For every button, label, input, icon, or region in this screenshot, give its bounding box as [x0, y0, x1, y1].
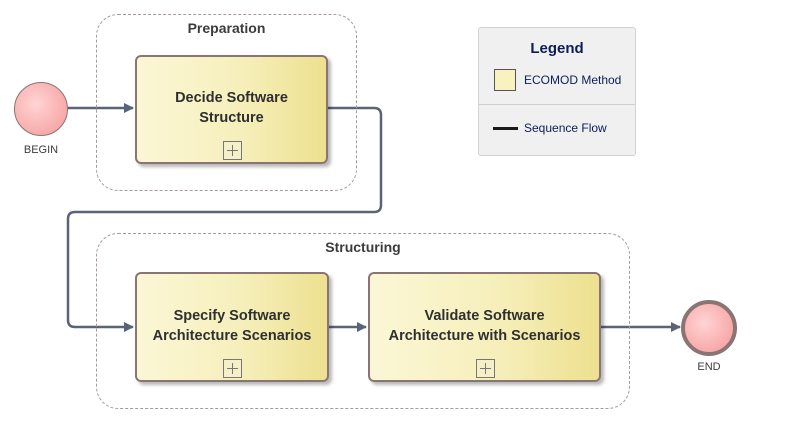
legend-panel[interactable]: Legend ECOMOD Method Sequence Flow	[478, 27, 636, 156]
task-label-line-1: Validate Software	[424, 308, 545, 324]
decide-software-structure-task[interactable]: Decide Software Structure	[135, 55, 328, 164]
subprocess-expand-icon[interactable]	[223, 141, 242, 160]
validate-software-architecture-task[interactable]: Validate Software Architecture with Scen…	[368, 272, 601, 382]
task-label-line-1: Decide Software	[175, 90, 288, 106]
specify-software-architecture-scenarios-task[interactable]: Specify Software Architecture Scenarios	[135, 272, 329, 382]
begin-event-label: BEGIN	[23, 144, 59, 156]
legend-item-label: Sequence Flow	[524, 121, 607, 135]
begin-event[interactable]	[14, 82, 68, 136]
end-event-label: END	[697, 361, 721, 373]
legend-title: Legend	[530, 40, 584, 57]
legend-item-label: ECOMOD Method	[524, 73, 622, 87]
structuring-group[interactable]: Structuring	[96, 233, 630, 409]
end-event[interactable]	[681, 300, 737, 356]
legend-divider	[479, 104, 635, 105]
preparation-group-title: Preparation	[187, 20, 266, 36]
sequence-flow-line-icon	[493, 127, 518, 130]
task-label-line-1: Specify Software	[173, 308, 291, 324]
task-label-line-2: Architecture with Scenarios	[388, 328, 581, 344]
structuring-group-title: Structuring	[325, 239, 401, 255]
flow-decide-to-specify[interactable]	[66, 106, 383, 332]
task-label-line-2: Structure	[199, 110, 264, 126]
task-label-line-2: Architecture Scenarios	[152, 328, 312, 344]
method-swatch-icon	[494, 69, 516, 91]
preparation-group[interactable]: Preparation	[96, 14, 357, 191]
subprocess-expand-icon[interactable]	[223, 359, 242, 378]
subprocess-expand-icon[interactable]	[476, 359, 495, 378]
